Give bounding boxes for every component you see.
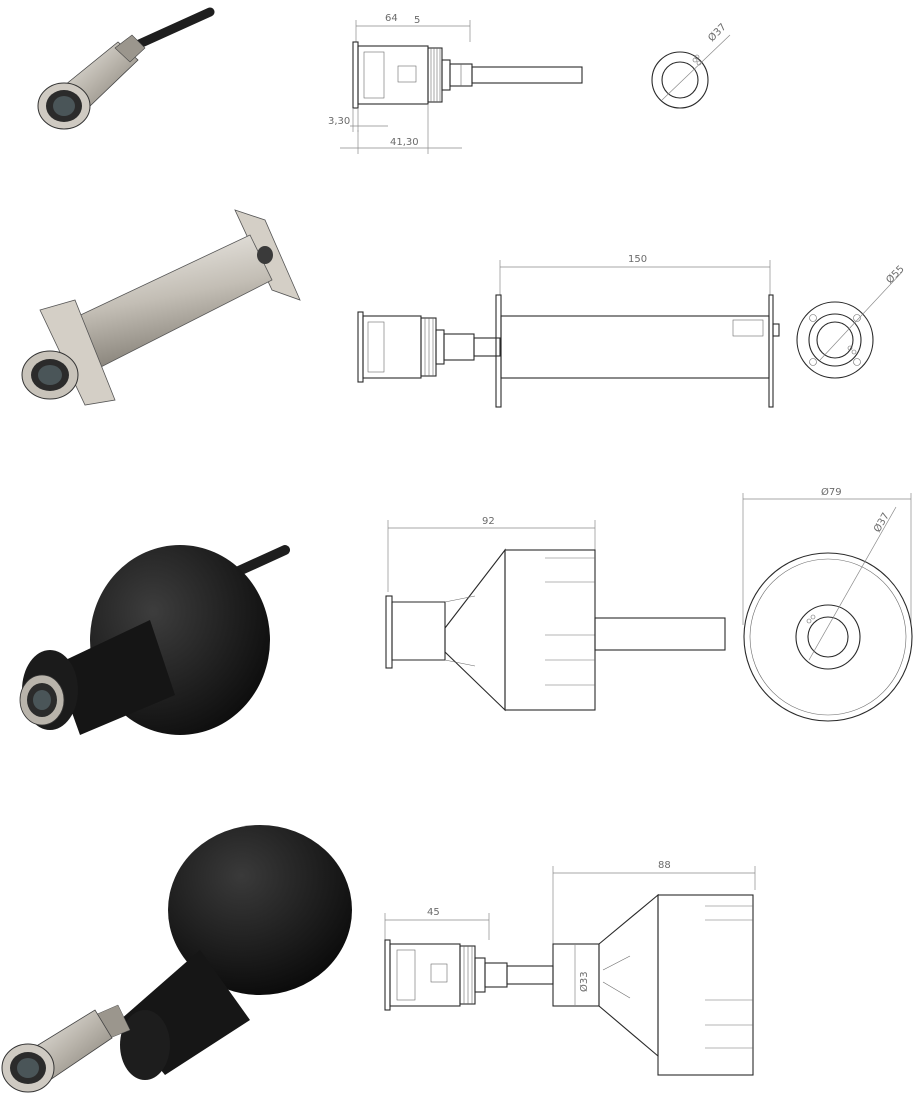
dimension-flange-diameter: Ø55 — [884, 263, 907, 286]
product-row-1: 64 5 3,30 41,30 Ø37 — [0, 0, 916, 170]
front-view-drawing-3: Ø79 Ø37 — [742, 486, 913, 722]
dimension-diameter: Ø37 — [706, 21, 729, 44]
product-row-2: 150 Ø55 — [0, 190, 916, 440]
dimension-length: 92 — [482, 516, 495, 527]
dimension-tube-length: 150 — [628, 254, 647, 265]
dimension-inner-diameter: Ø37 — [871, 511, 892, 535]
side-view-drawing-2: 150 — [357, 254, 780, 408]
side-view-drawing-4: 88 45 Ø33 — [384, 860, 756, 1076]
front-view-drawing-1: Ø37 — [651, 21, 731, 109]
steel-uplight-with-cable-render — [37, 7, 215, 130]
uplight-in-black-cone-housing-render — [19, 545, 290, 735]
side-view-drawing-1: 64 5 3,30 41,30 — [328, 13, 583, 154]
product-row-4: 88 45 Ø33 — [0, 820, 916, 1093]
dimension-length: 64 — [385, 13, 398, 24]
steel-uplight-with-mounting-tube-render — [21, 209, 301, 406]
dimension-body: 41,30 — [390, 137, 419, 148]
side-view-drawing-3: 92 — [385, 516, 726, 712]
front-view-drawing-2: Ø55 — [796, 263, 907, 379]
product-row-3: 92 Ø79 Ø37 — [0, 480, 916, 770]
uplight-exploded-from-black-housing-render — [1, 825, 352, 1093]
dimension-small: 5 — [414, 15, 420, 26]
dimension-light-length: 45 — [427, 907, 440, 918]
dimension-housing-length: 88 — [658, 860, 671, 871]
dimension-neck-diameter: Ø33 — [578, 971, 590, 992]
dimension-flange: 3,30 — [328, 116, 350, 127]
dimension-outer-diameter: Ø79 — [821, 486, 842, 498]
